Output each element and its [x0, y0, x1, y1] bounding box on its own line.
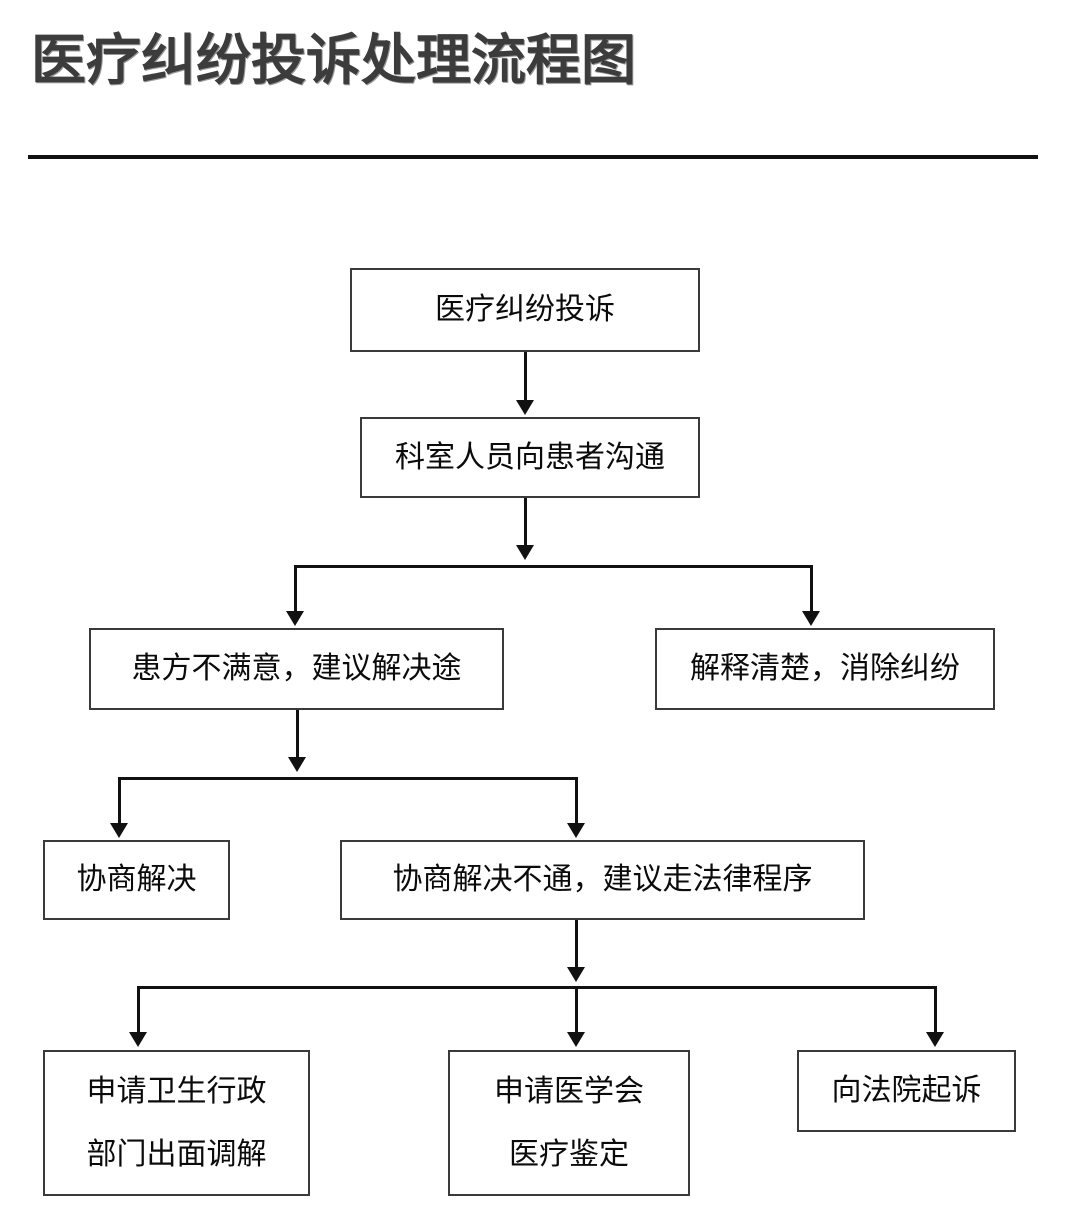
connector-to-negotiation-failed: [575, 777, 578, 825]
node-court-lawsuit[interactable]: 向法院起诉: [797, 1050, 1016, 1132]
connector-complaint-to-communicate: [524, 352, 527, 402]
node-negotiated-settlement-label: 协商解决: [76, 862, 197, 898]
connector-communicate-down: [524, 498, 527, 546]
split-bar-level2: [294, 565, 813, 568]
node-court-lawsuit-label: 向法院起诉: [831, 1073, 982, 1109]
node-explained-resolved-label: 解释清楚，消除纠纷: [690, 651, 960, 687]
connector-to-medical-association: [575, 986, 578, 1034]
connector-to-health-admin: [137, 986, 140, 1034]
page-title: 医疗纠纷投诉处理流程图: [31, 28, 637, 92]
node-dept-communicate[interactable]: 科室人员向患者沟通: [360, 417, 700, 498]
node-negotiation-failed[interactable]: 协商解决不通，建议走法律程序: [340, 840, 865, 920]
arrowhead-to-communicate: [516, 400, 534, 415]
arrowhead-to-health-admin: [129, 1032, 147, 1047]
arrowhead-to-negotiation-failed: [567, 823, 585, 838]
arrowhead-to-explained: [802, 611, 820, 626]
node-negotiation-failed-label: 协商解决不通，建议走法律程序: [392, 862, 813, 898]
arrowhead-dissatisfied-split: [288, 757, 306, 772]
arrowhead-to-dissatisfied: [286, 611, 304, 626]
arrowhead-communicate-split: [516, 545, 534, 560]
title-divider: [28, 155, 1038, 159]
connector-to-negotiated: [118, 777, 121, 825]
node-complaint[interactable]: 医疗纠纷投诉: [350, 268, 700, 352]
node-medical-association-appraisal[interactable]: 申请医学会 医疗鉴定: [448, 1050, 690, 1196]
node-medical-association-appraisal-label-line2: 医疗鉴定: [509, 1137, 629, 1172]
node-patient-dissatisfied[interactable]: 患方不满意，建议解决途: [89, 628, 504, 710]
connector-to-dissatisfied: [294, 565, 297, 613]
connector-to-explained: [810, 565, 813, 613]
arrowhead-negotiation-failed-split: [567, 967, 585, 982]
arrowhead-to-medical-association: [567, 1032, 585, 1047]
node-health-admin-mediation-label-line2: 部门出面调解: [86, 1137, 267, 1172]
node-medical-association-appraisal-label-line1: 申请医学会: [494, 1073, 644, 1109]
node-negotiated-settlement[interactable]: 协商解决: [43, 840, 230, 920]
node-dept-communicate-label: 科室人员向患者沟通: [395, 439, 665, 475]
node-complaint-label: 医疗纠纷投诉: [435, 292, 615, 328]
split-bar-level4: [137, 986, 937, 989]
arrowhead-to-negotiated: [110, 823, 128, 838]
split-bar-level3: [118, 777, 578, 780]
connector-to-court: [934, 986, 937, 1034]
node-health-admin-mediation-label-line1: 申请卫生行政: [86, 1073, 267, 1109]
node-patient-dissatisfied-label: 患方不满意，建议解决途: [131, 651, 462, 687]
arrowhead-to-court: [926, 1032, 944, 1047]
node-health-admin-mediation[interactable]: 申请卫生行政 部门出面调解: [43, 1050, 310, 1196]
connector-dissatisfied-down: [296, 710, 299, 758]
connector-negotiation-failed-down: [575, 920, 578, 968]
node-explained-resolved[interactable]: 解释清楚，消除纠纷: [655, 628, 995, 710]
